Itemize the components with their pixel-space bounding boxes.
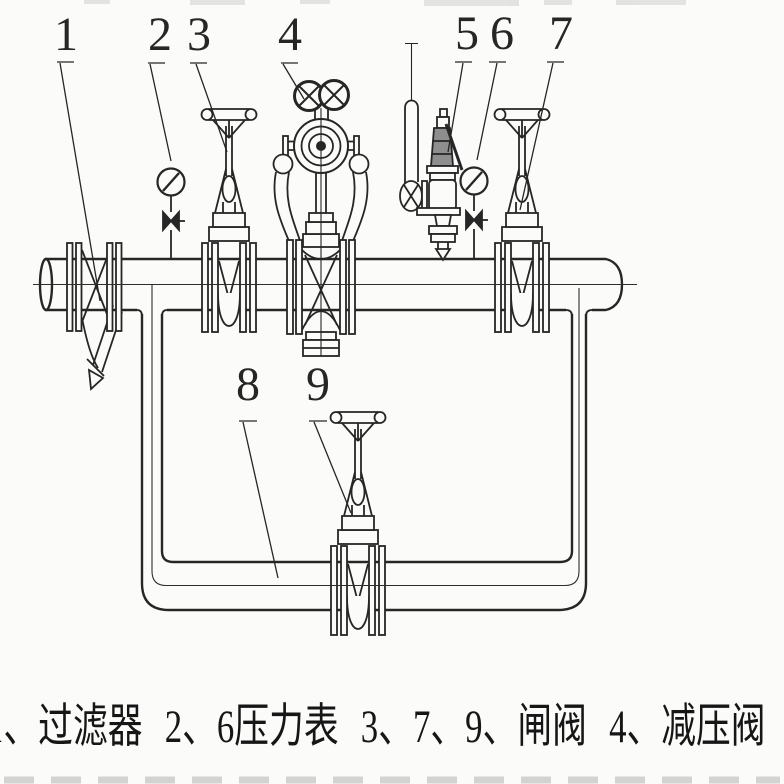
gate-valve-7 — [493, 108, 551, 333]
caption-part-gauge: 2、6压力表 — [164, 701, 339, 753]
part-label-3: 3 — [187, 8, 211, 61]
caption-legend: 1、过滤器 2、6压力表 3、7、9、闸阀 4、减压阀 5、安全阀 8、旁通道 — [0, 701, 784, 754]
caption-part-filter: 1、过滤器 — [0, 701, 143, 753]
leader-4 — [281, 62, 305, 100]
vent-pipe-bend — [404, 99, 419, 109]
leader-6 — [476, 61, 506, 161]
pressure-gauge-6 — [459, 166, 490, 261]
part-label-2: 2 — [148, 8, 172, 61]
safety-valve-5 — [399, 42, 464, 262]
leader-8 — [239, 420, 279, 579]
leader-lines — [57, 61, 564, 579]
gate-valve-9 — [329, 411, 387, 636]
part-label-4: 4 — [278, 8, 302, 61]
leader-1 — [57, 61, 101, 302]
caption-part-reducing-valve: 4、减压阀 — [609, 701, 766, 753]
leader-7 — [519, 61, 564, 211]
part-label-6: 6 — [490, 7, 514, 60]
part-label-8: 8 — [236, 358, 260, 411]
leader-5 — [447, 61, 472, 153]
part-label-5: 5 — [455, 7, 479, 60]
pressure-gauge-2 — [156, 167, 187, 262]
leader-2 — [148, 62, 172, 162]
scan-artifacts-top — [84, 0, 686, 6]
bypass-pipe-8 — [140, 314, 588, 612]
leader-9 — [309, 420, 352, 514]
part-label-7: 7 — [549, 7, 573, 60]
caption-part-gate-valves: 3、7、9、闸阀 — [360, 701, 587, 753]
safety-valve-lever — [444, 123, 464, 171]
strainer-1 — [66, 242, 123, 391]
leader-3 — [190, 62, 228, 153]
reducing-valve-4 — [272, 79, 370, 357]
part-label-9: 9 — [306, 358, 330, 411]
part-label-1: 1 — [54, 8, 78, 61]
gate-valve-3 — [200, 108, 258, 333]
part-number-labels: 1 2 3 4 5 6 7 8 9 — [54, 7, 573, 411]
centerlines — [33, 283, 637, 587]
